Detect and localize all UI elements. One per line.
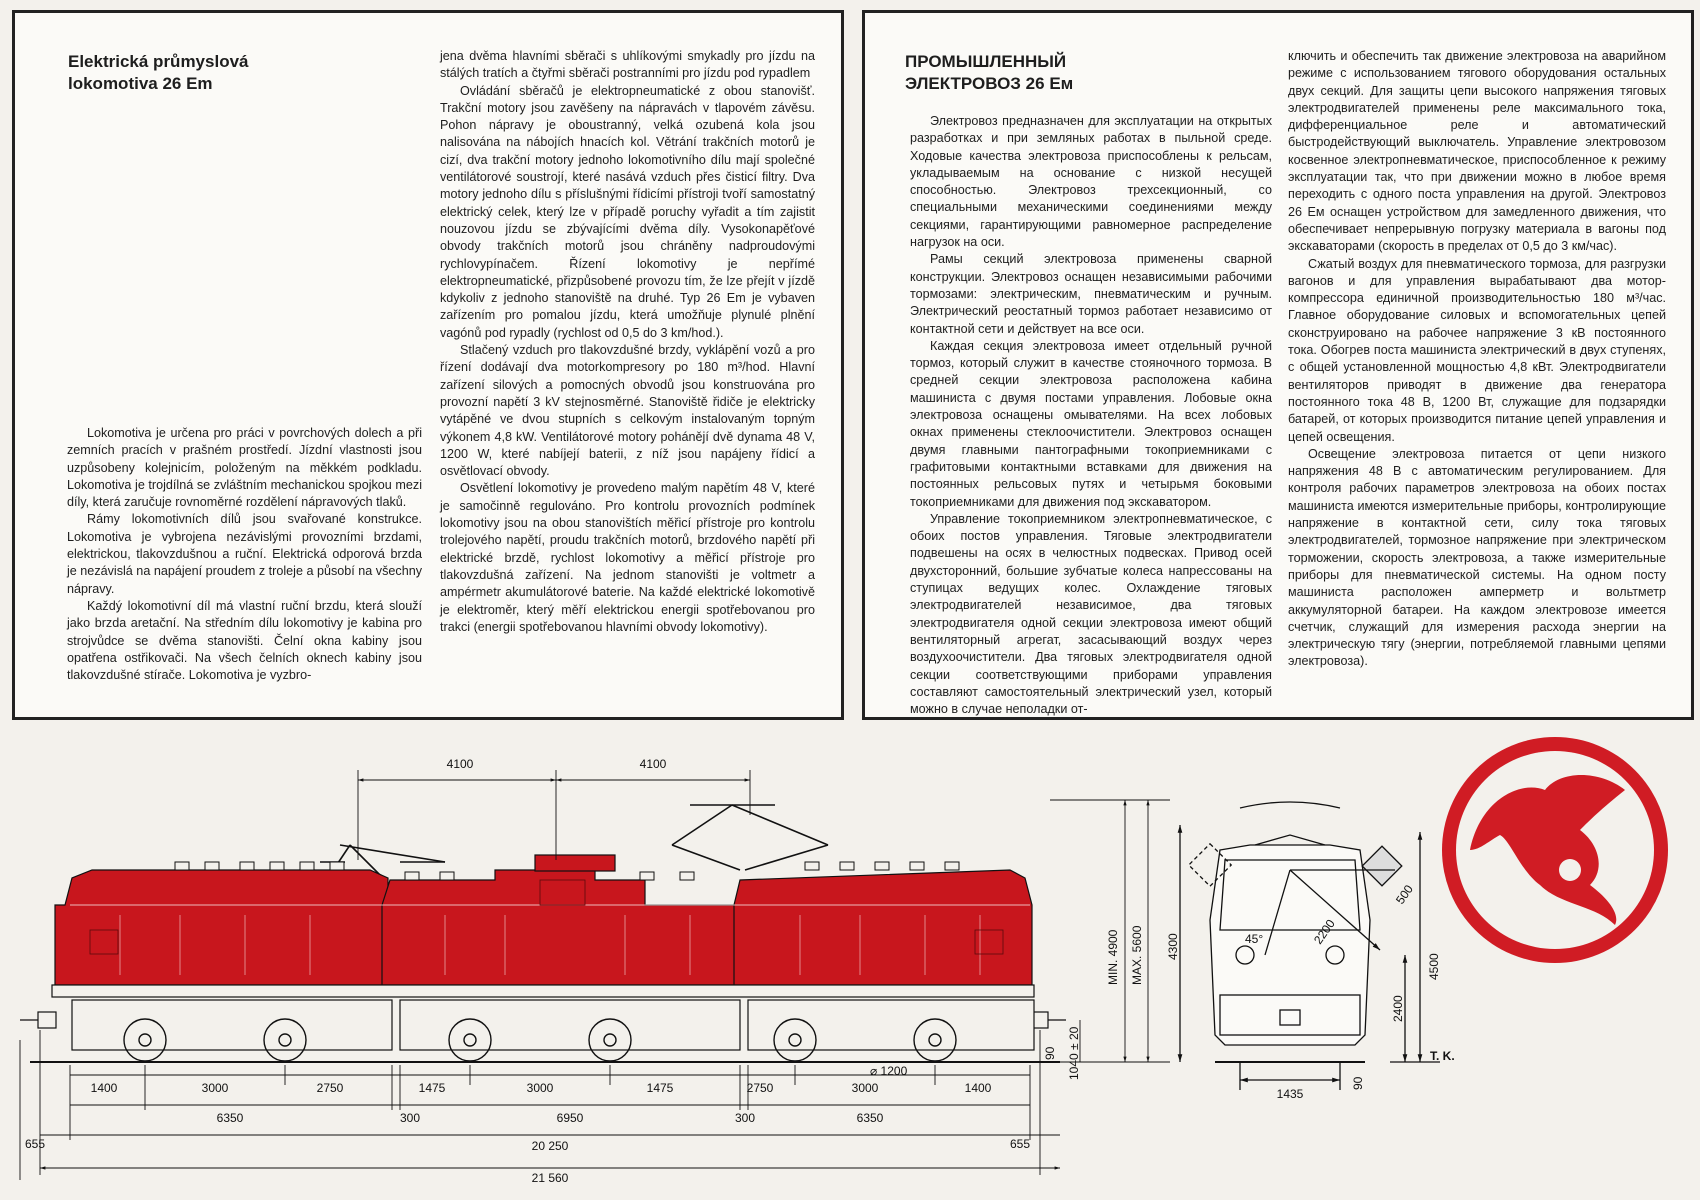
russian-column-2: ключить и обеспечить так движение электр… bbox=[1288, 48, 1666, 671]
dim-wheel-diameter: ⌀ 1200 bbox=[870, 1064, 908, 1078]
russian-title: ПРОМЫШЛЕННЫЙ ЭЛЕКТРОВОЗ 26 Ем bbox=[905, 51, 1073, 95]
russian-title-line1: ПРОМЫШЛЕННЫЙ bbox=[905, 52, 1067, 71]
roof-insulators bbox=[174, 861, 960, 881]
wheels bbox=[123, 1018, 957, 1062]
locomotive-body bbox=[54, 854, 1033, 986]
dim-label: 6350 bbox=[857, 1111, 884, 1125]
paragraph: Каждая секция электровоза имеет отдельны… bbox=[910, 338, 1272, 509]
paragraph: jena dvěma hlavními sběrači s uhlíkovými… bbox=[440, 49, 815, 81]
dim-label: 300 bbox=[400, 1111, 420, 1125]
paragraph: ключить и обеспечить так движение электр… bbox=[1288, 49, 1666, 254]
dim-4100-left: 4100 bbox=[447, 757, 474, 771]
dim-label: 3000 bbox=[202, 1081, 229, 1095]
skoda-logo bbox=[1442, 737, 1668, 963]
russian-title-line2: ЭЛЕКТРОВОЗ 26 Ем bbox=[905, 74, 1074, 93]
running-gear bbox=[20, 984, 1066, 1063]
paragraph: Электровоз предназначен для эксплуатации… bbox=[910, 114, 1272, 250]
dim-overall-total: 21 560 bbox=[532, 1171, 569, 1185]
russian-column-1: Электровоз предназначен для эксплуатации… bbox=[910, 113, 1272, 718]
paragraph: Рамы секций электровоза применены сварно… bbox=[910, 252, 1272, 336]
paragraph: Lokomotiva je určena pro práci v povrcho… bbox=[67, 426, 422, 510]
pantograph-left bbox=[320, 844, 446, 876]
dim-buffer-left: 655 bbox=[25, 1137, 45, 1151]
bottom-dimensions bbox=[19, 1030, 1060, 1180]
paragraph: Každý lokomotivní díl má vlastní ruční b… bbox=[67, 598, 422, 683]
dim-label: 1400 bbox=[91, 1081, 118, 1095]
dim-gauge-low: 90 bbox=[1351, 1076, 1365, 1090]
dim-end-2400: 2400 bbox=[1391, 995, 1405, 1022]
czech-column-2: jena dvěma hlavními sběrači s uhlíkovými… bbox=[440, 48, 815, 636]
dimension-row-1: 1400 3000 2750 1475 3000 1475 2750 3000 … bbox=[91, 1081, 992, 1095]
dim-4100-right: 4100 bbox=[640, 757, 667, 771]
dim-label: 3000 bbox=[527, 1081, 554, 1095]
dim-label: 2750 bbox=[747, 1081, 774, 1095]
dim-label: 1475 bbox=[419, 1081, 446, 1095]
czech-title: Elektrická průmyslová lokomotiva 26 Em bbox=[68, 51, 248, 95]
pantograph-main bbox=[671, 804, 829, 871]
dim-max-height: MAX. 5600 bbox=[1130, 925, 1144, 985]
czech-text-panel: Elektrická průmyslová lokomotiva 26 Em L… bbox=[12, 10, 844, 720]
dim-buffer-right: 655 bbox=[1010, 1137, 1030, 1151]
dim-angle: 45° bbox=[1245, 932, 1263, 946]
dim-label: 1475 bbox=[647, 1081, 674, 1095]
dim-label: 2750 bbox=[317, 1081, 344, 1095]
dim-label: 6950 bbox=[557, 1111, 584, 1125]
top-dimensions bbox=[357, 770, 751, 860]
dim-overall-inner: 20 250 bbox=[532, 1139, 569, 1153]
czech-column-1: Lokomotiva je určena pro práci v povrcho… bbox=[67, 425, 422, 684]
paragraph: Osvětlení lokomotivy je provedeno malým … bbox=[440, 481, 815, 634]
paragraph: Управление токоприемником электропневмат… bbox=[910, 511, 1272, 717]
end-view bbox=[1177, 801, 1440, 1090]
dim-500: 500 bbox=[1393, 882, 1416, 907]
paragraph: Сжатый воздух для пневматического тормоз… bbox=[1288, 256, 1666, 444]
vertical-dimensions bbox=[1050, 799, 1170, 1063]
russian-text-panel: ПРОМЫШЛЕННЫЙ ЭЛЕКТРОВОЗ 26 Ем Электровоз… bbox=[862, 10, 1694, 720]
paragraph: Rámy lokomotivních dílů jsou svařované k… bbox=[67, 512, 422, 596]
dim-min-height: MIN. 4900 bbox=[1106, 929, 1120, 985]
dim-label: 1400 bbox=[965, 1081, 992, 1095]
dim-gauge: 1435 bbox=[1277, 1087, 1304, 1101]
paragraph: Stlačený vzduch pro tlakovzdušné brzdy, … bbox=[440, 343, 815, 479]
dim-buffer-height: 1040 ± 20 bbox=[1067, 1026, 1081, 1080]
paragraph: Освещение электровоза питается от цепи н… bbox=[1288, 446, 1666, 669]
dim-label: 3000 bbox=[852, 1081, 879, 1095]
rail-level-label: T. K. bbox=[1430, 1049, 1455, 1063]
czech-title-line1: Elektrická průmyslová bbox=[68, 52, 249, 71]
czech-title-line2: lokomotiva 26 Em bbox=[68, 74, 213, 93]
dim-end-4500: 4500 bbox=[1427, 953, 1441, 980]
paragraph: Ovládání sběračů je elektropneumatické z… bbox=[440, 83, 815, 340]
dim-label: 300 bbox=[735, 1111, 755, 1125]
dim-end-4300: 4300 bbox=[1166, 933, 1180, 960]
dimension-row-2: 6350 300 6950 300 6350 bbox=[217, 1111, 884, 1125]
dim-label: 6350 bbox=[217, 1111, 244, 1125]
dim-buffer-gap: 90 bbox=[1043, 1046, 1057, 1060]
